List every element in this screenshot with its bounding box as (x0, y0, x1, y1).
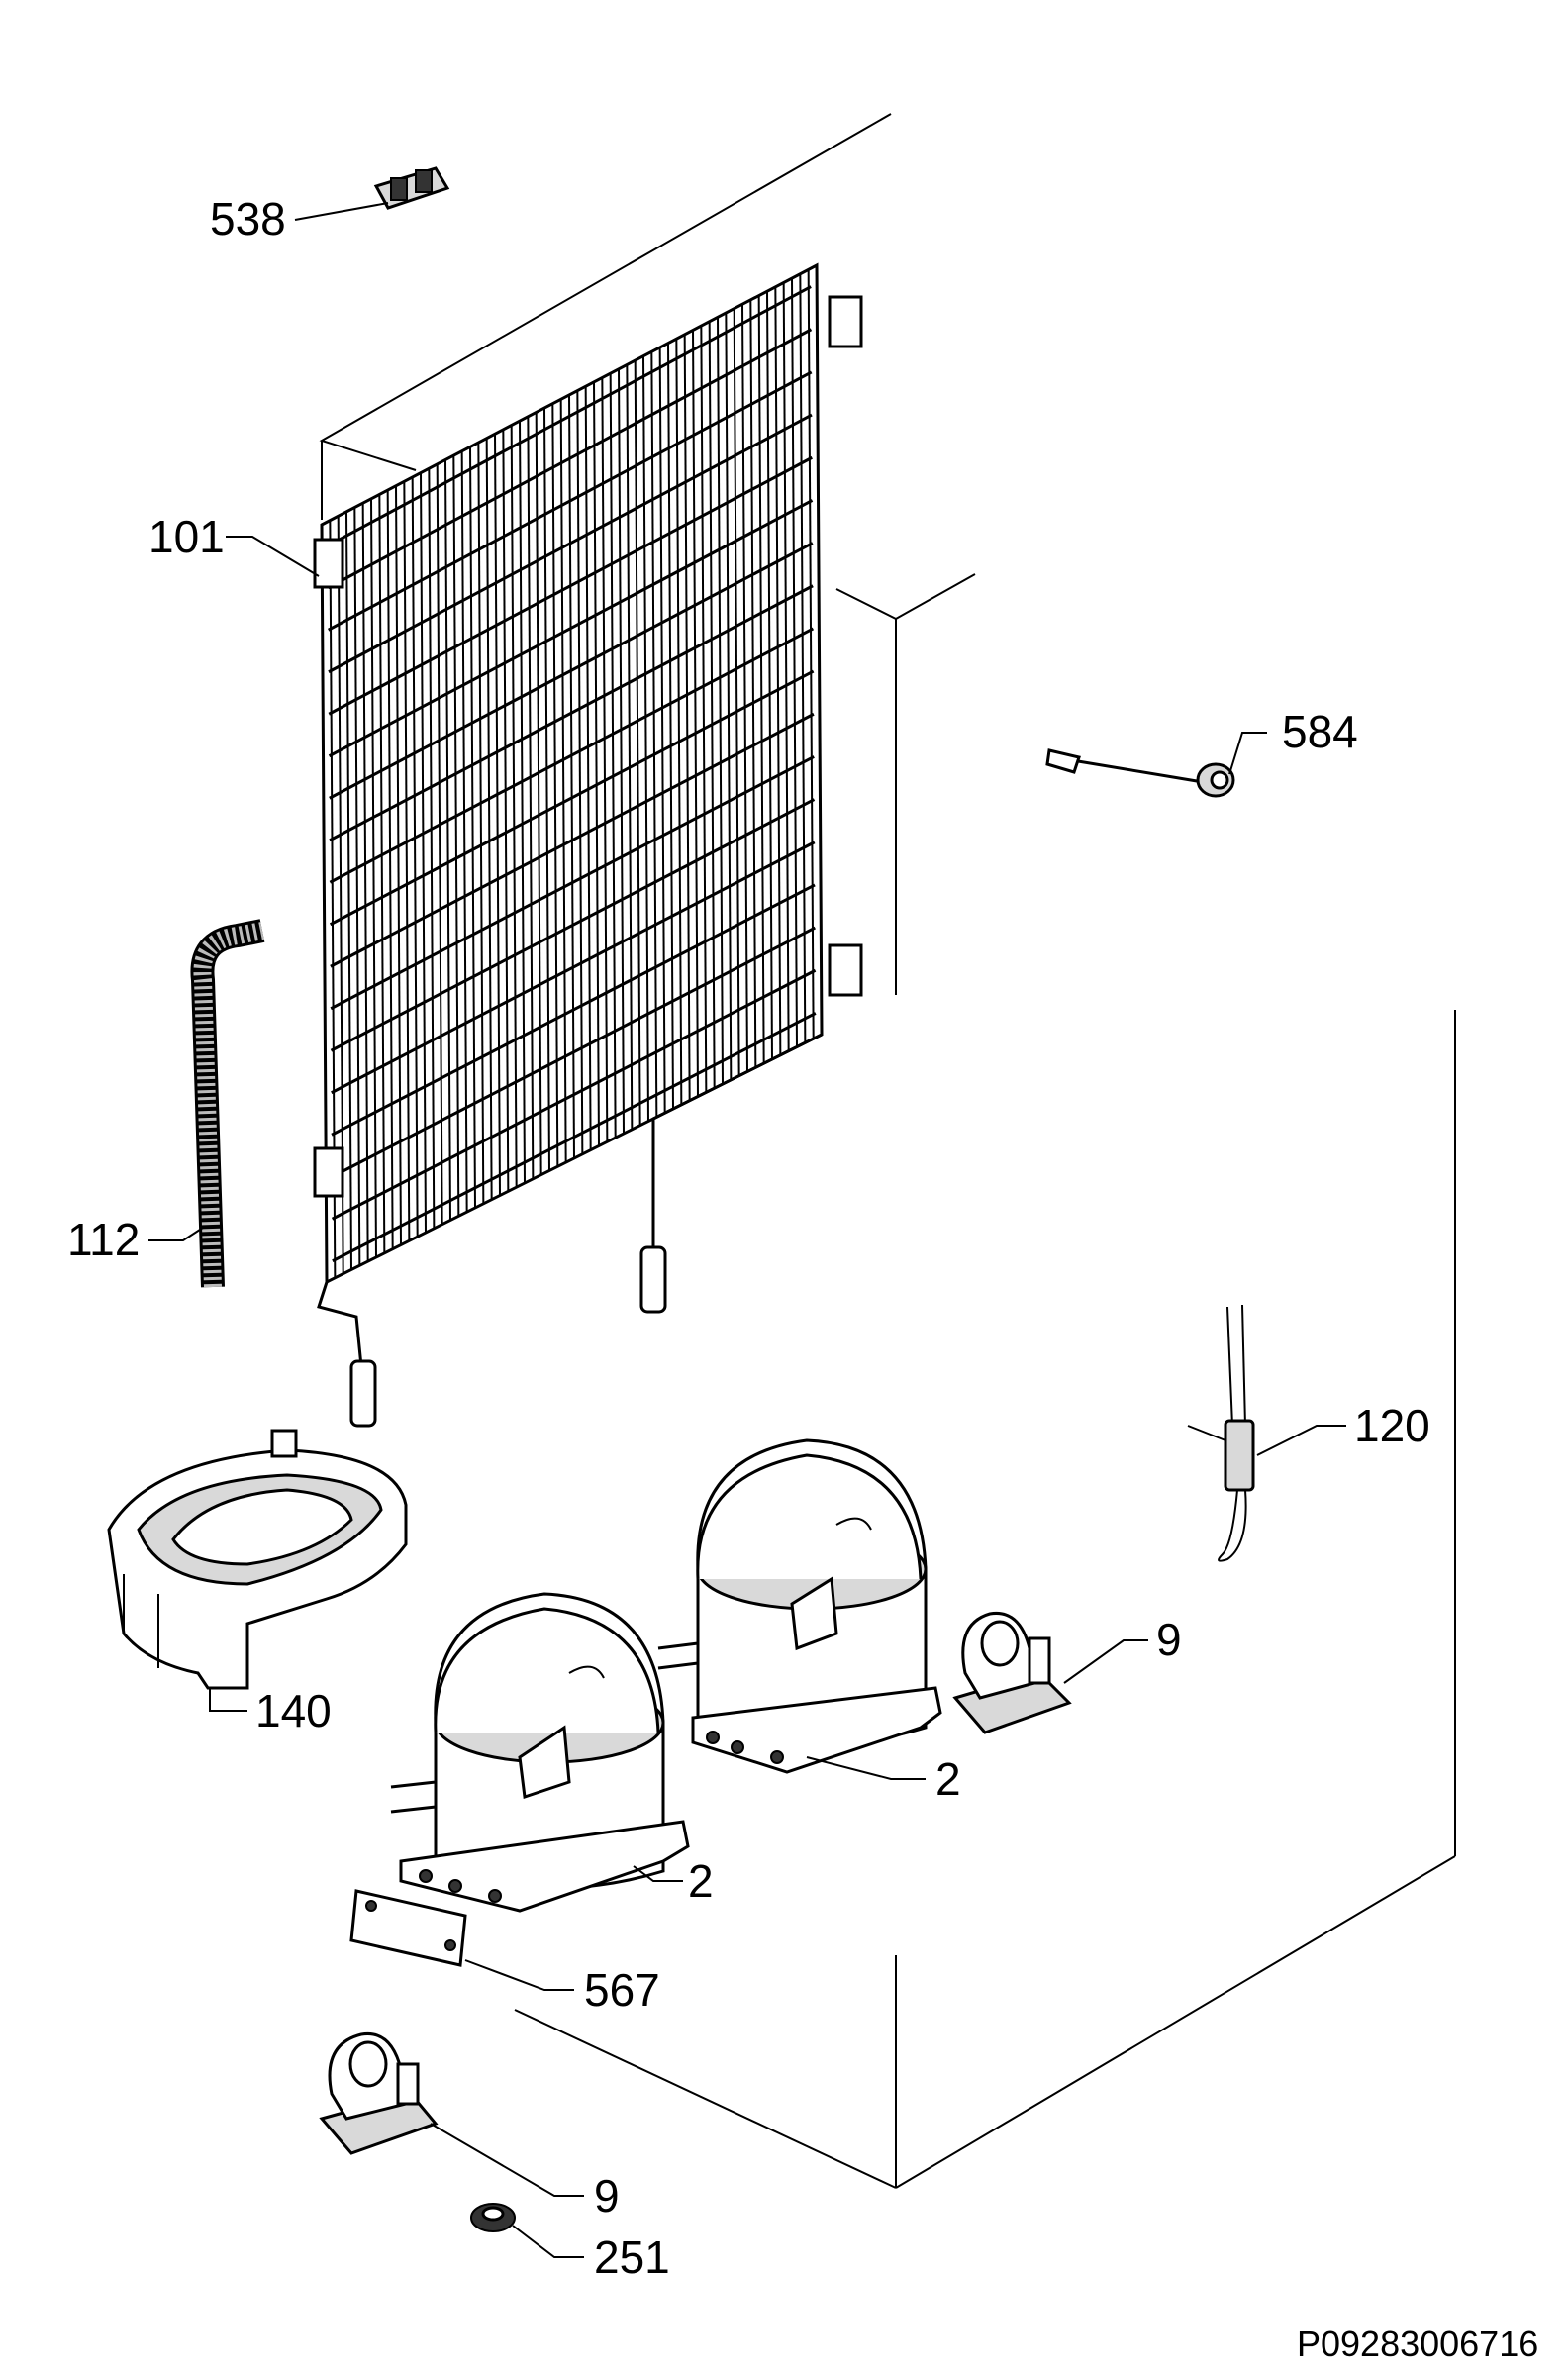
part-251-nut (470, 2203, 516, 2232)
part-538-clip (373, 166, 450, 210)
callout-labels: 538 101 584 112 120 140 9 2 2 567 9 251 … (67, 193, 1538, 2364)
part-567-plate (349, 1889, 467, 1967)
callout-120: 120 (1354, 1400, 1430, 1451)
callout-584: 584 (1282, 706, 1358, 757)
leader-lines (148, 202, 1346, 2258)
condenser-bracket (313, 538, 344, 589)
callout-2-front: 2 (688, 1855, 714, 1907)
callout-538: 538 (210, 193, 286, 245)
part-120-fuse (1187, 1304, 1255, 1562)
callout-251: 251 (594, 2231, 670, 2283)
condenser (313, 262, 863, 1428)
callout-9-bottom: 9 (594, 2170, 620, 2222)
part-9-clamp-bottom (319, 2031, 439, 2155)
condenser-bracket (828, 943, 863, 997)
cabinet-outline (319, 113, 1456, 2189)
callout-112: 112 (67, 1214, 140, 1265)
callout-140: 140 (255, 1685, 332, 1736)
part-2-compressor-front (390, 1592, 690, 1913)
drawing-code: P09283006716 (1297, 2324, 1538, 2364)
callout-9-right: 9 (1156, 1614, 1182, 1665)
condenser-bracket (828, 295, 863, 348)
part-9-clamp-right (952, 1611, 1072, 1734)
callout-2-rear: 2 (935, 1753, 961, 1805)
callout-567: 567 (584, 1964, 660, 2016)
callout-101: 101 (148, 511, 225, 562)
part-2-compressor-rear (657, 1438, 942, 1774)
condenser-bracket (313, 1146, 344, 1198)
part-140-drip-tray (107, 1429, 408, 1690)
part-112-hose (190, 919, 265, 1288)
part-584-sensor (1045, 748, 1235, 798)
